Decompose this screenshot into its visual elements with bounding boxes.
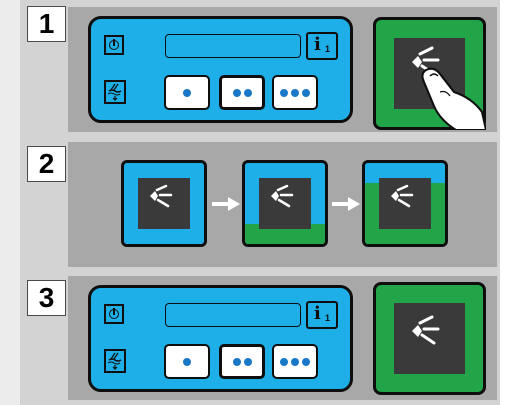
dot xyxy=(280,89,288,97)
dot xyxy=(183,89,191,97)
sequence-frame-1 xyxy=(121,160,207,247)
sensor-face xyxy=(259,178,311,229)
info-icon: i xyxy=(314,35,321,55)
program-button-three-dot[interactable] xyxy=(272,75,318,110)
step-number-1: 1 xyxy=(27,6,66,42)
dot xyxy=(291,89,299,97)
power-button[interactable] xyxy=(104,304,124,324)
spray-icon xyxy=(138,178,190,229)
program-button-three-dot[interactable] xyxy=(272,344,318,379)
dot xyxy=(233,89,241,97)
dot xyxy=(280,358,288,366)
info-subscript: 1 xyxy=(325,313,330,323)
spray-icon xyxy=(379,178,431,229)
program-button-two-dot[interactable] xyxy=(219,344,265,379)
sensor-button-step-3[interactable] xyxy=(373,282,486,395)
info-icon: i xyxy=(314,304,321,324)
sequence-frame-3 xyxy=(362,160,448,247)
sensor-face xyxy=(379,178,431,229)
control-panel-step-3: i 1 xyxy=(88,285,353,392)
program-button-two-dot[interactable] xyxy=(219,75,265,110)
sensor-face xyxy=(138,178,190,229)
spray-icon xyxy=(394,303,465,374)
finger-icon xyxy=(416,62,486,130)
dot xyxy=(244,358,252,366)
power-icon-bar xyxy=(113,308,115,315)
power-icon-bar xyxy=(113,39,115,46)
arrow-right-icon xyxy=(212,197,240,211)
sensor-button-step-1[interactable] xyxy=(373,17,486,130)
sensor-face xyxy=(394,303,465,374)
step-number-3: 3 xyxy=(27,280,66,316)
sequence-frame-2 xyxy=(242,160,328,247)
info-subscript: 1 xyxy=(325,44,330,54)
left-margin xyxy=(0,0,20,405)
rinse-button[interactable] xyxy=(104,349,126,373)
step-number-2: 2 xyxy=(27,146,66,182)
rinse-icon xyxy=(106,82,124,102)
rinse-icon xyxy=(106,351,124,371)
dot xyxy=(244,89,252,97)
display-screen xyxy=(165,34,301,58)
program-button-one-dot[interactable] xyxy=(164,75,210,110)
rinse-button[interactable] xyxy=(104,80,126,104)
spray-icon xyxy=(259,178,311,229)
arrow-right-icon xyxy=(332,197,360,211)
right-margin xyxy=(500,0,510,405)
dot xyxy=(291,358,299,366)
display-screen xyxy=(165,303,301,327)
dot xyxy=(302,89,310,97)
info-button[interactable]: i 1 xyxy=(306,301,338,329)
info-button[interactable]: i 1 xyxy=(306,32,338,60)
dot xyxy=(233,358,241,366)
control-panel-step-1: i 1 xyxy=(88,16,353,123)
power-button[interactable] xyxy=(104,35,124,55)
program-button-one-dot[interactable] xyxy=(164,344,210,379)
dot xyxy=(302,358,310,366)
dot xyxy=(183,358,191,366)
